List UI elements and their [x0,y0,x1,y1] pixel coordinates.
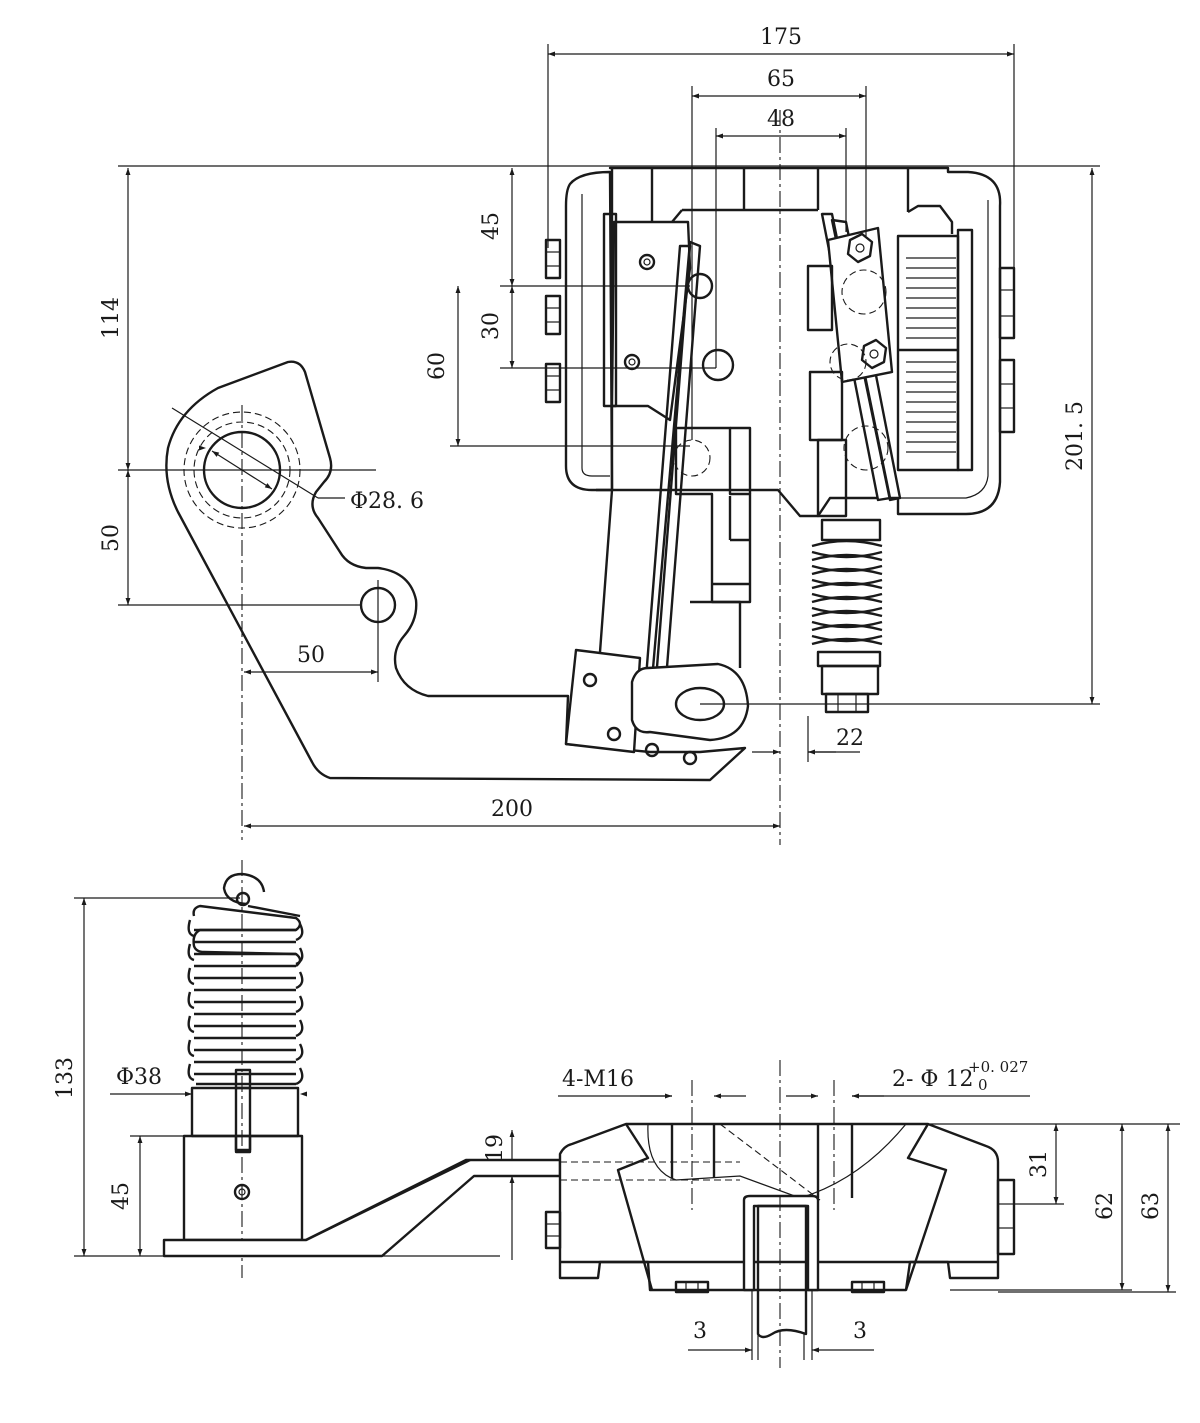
dim-200-label: 200 [491,797,533,822]
dim-45-bottom-label: 45 [109,1182,134,1210]
dim-201-5-label: 201. 5 [1063,401,1088,471]
dim-phi-38: Φ38 [110,1065,300,1094]
lower-link [564,648,642,754]
dim-phi-28-6: Φ28. 6 [171,405,424,840]
dim-19: 19 [382,1130,515,1260]
dim-133: 133 [53,897,240,1257]
dim-50-horizontal: 50 [244,580,379,682]
dim-175: 175 [547,25,1015,268]
side-view: 133 45 Φ38 19 4-M16 [53,860,1180,1368]
dim-114-label: 114 [99,297,124,339]
dim-201-5: 201. 5 [1063,168,1095,704]
dim-3-right-label: 3 [853,1319,867,1344]
dim-45-bottom: 45 [109,1135,184,1256]
coil [896,228,974,472]
dim-50-horizontal-label: 50 [297,643,325,668]
dim-phi-12-upper-tolerance: +0. 027 [968,1058,1028,1076]
dim-45-top: 45 [479,168,515,286]
dim-22-label: 22 [836,726,864,751]
dim-m16: 4-M16 [558,1067,746,1099]
compression-spring [811,518,883,714]
dim-62: 62 [950,1124,1132,1291]
dim-48-label: 48 [767,107,795,132]
dim-3-left-label: 3 [693,1319,707,1344]
dim-phi-12-label: 2- Φ 12 [892,1067,973,1092]
dim-60-label: 60 [425,352,450,380]
dim-m16-label: 4-M16 [562,1067,634,1092]
dim-50-vertical-label: 50 [99,524,124,552]
pedal-base [162,1158,562,1258]
dim-114: 114 [99,168,131,470]
dim-65: 65 [691,67,867,440]
dim-3-right: 3 [812,1319,874,1353]
dim-60: 60 [425,286,461,446]
dim-phi-12: 2- Φ 12 +0. 027 0 [786,1058,1030,1099]
dim-45-top-label: 45 [479,212,504,240]
pedal-lever [165,360,747,782]
dim-65-label: 65 [767,67,795,92]
dim-phi-28-6-label: Φ28. 6 [350,489,424,514]
adjusting-plate [826,226,894,384]
bolt-heads-left [544,238,562,404]
spring-seat [190,1086,300,1138]
brake-rail [742,1194,820,1292]
top-view: 175 65 48 45 30 [99,25,1100,845]
dim-63-label: 63 [1139,1192,1164,1220]
tension-spring [187,872,304,1152]
dim-200: 200 [244,797,780,829]
dim-62-label: 62 [1093,1192,1118,1220]
dim-31-label: 31 [1027,1150,1052,1178]
dim-3-left: 3 [688,1319,752,1353]
dim-31: 31 [930,1123,1180,1205]
dim-22: 22 [752,716,864,762]
dim-63: 63 [998,1124,1176,1293]
dim-133-label: 133 [53,1057,78,1099]
dim-50-vertical: 50 [99,470,131,605]
dim-19-label: 19 [483,1134,508,1162]
dim-175-label: 175 [760,25,802,50]
dim-30: 30 [479,286,515,368]
dim-phi-12-lower-tolerance: 0 [978,1076,988,1094]
dim-phi-38-label: Φ38 [116,1065,162,1090]
dim-30-label: 30 [479,312,504,340]
dim-48: 48 [715,107,847,368]
central-link [674,426,752,604]
